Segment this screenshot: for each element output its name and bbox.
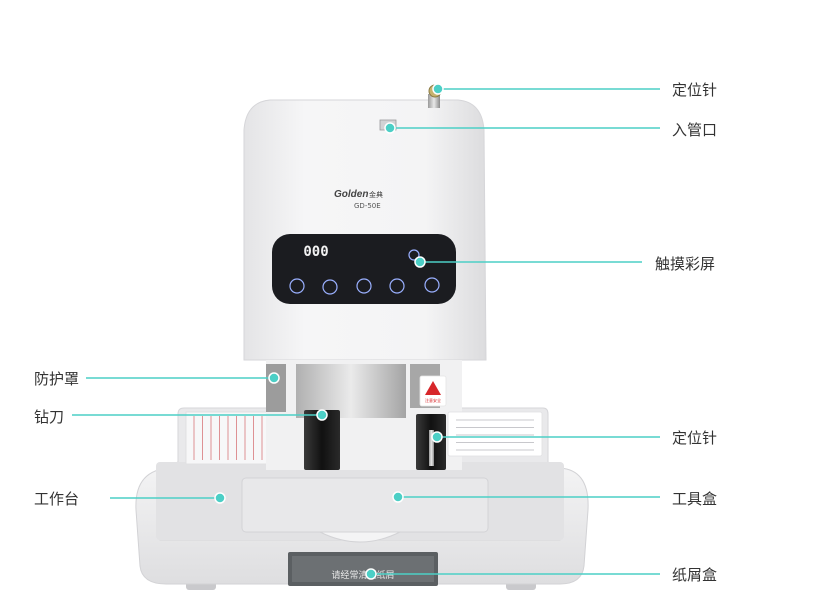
scrap-box-window xyxy=(292,556,434,582)
reset-icon[interactable] xyxy=(356,278,372,294)
label-tube-inlet: 入管口 xyxy=(672,121,718,139)
brand-cn: 金典 xyxy=(369,190,383,199)
guard-left xyxy=(266,364,286,412)
callout-dot-positioning-pin-right xyxy=(431,431,443,443)
callout-dot-tube-inlet xyxy=(384,122,396,134)
panel-buttons xyxy=(289,249,440,295)
model-label: GD-50E xyxy=(354,202,381,210)
positioning-pin-rod xyxy=(429,430,434,466)
callout-dot-scrap-box xyxy=(365,568,377,580)
callout-dot-guard xyxy=(268,372,280,384)
tool-box-handle xyxy=(319,531,401,543)
display-readout: 000 xyxy=(303,244,328,260)
drill-icon[interactable] xyxy=(389,278,405,294)
label-drill: 钻刀 xyxy=(34,408,65,426)
callout-dot-touch-screen xyxy=(414,256,426,268)
callouts xyxy=(72,83,660,580)
warning-label: 注意安全 xyxy=(425,397,441,403)
label-positioning-pin-right: 定位针 xyxy=(672,429,718,447)
warning-icon xyxy=(425,381,441,395)
info-card-lines xyxy=(456,419,534,451)
drill-mechanism xyxy=(296,364,406,418)
tool-box xyxy=(241,477,489,533)
top-pin xyxy=(428,94,440,108)
scrap-box-text: 请经常清理纸屑 xyxy=(331,569,394,581)
callout-dot-worktable xyxy=(214,492,226,504)
down-arrow-icon[interactable] xyxy=(322,279,338,295)
label-scrap-box: 纸屑盒 xyxy=(672,566,718,584)
label-tool-box: 工具盒 xyxy=(672,490,718,508)
info-card xyxy=(447,411,543,457)
callout-dot-drill xyxy=(316,409,328,421)
callout-dot-positioning-pin-top xyxy=(432,83,444,95)
heat-icon[interactable] xyxy=(424,277,440,293)
callout-dot-tool-box xyxy=(392,491,404,503)
label-touch-screen: 触摸彩屏 xyxy=(655,255,716,273)
settings-icon[interactable] xyxy=(408,249,420,261)
label-positioning-pin-top: 定位针 xyxy=(672,81,718,99)
up-arrow-icon[interactable] xyxy=(289,278,305,294)
brand-logo: Golden xyxy=(334,189,368,200)
label-guard: 防护罩 xyxy=(34,370,80,388)
drill-bit xyxy=(304,410,340,470)
label-worktable: 工作台 xyxy=(34,490,80,508)
machine-body xyxy=(243,99,487,361)
ruler-strip xyxy=(185,411,279,465)
